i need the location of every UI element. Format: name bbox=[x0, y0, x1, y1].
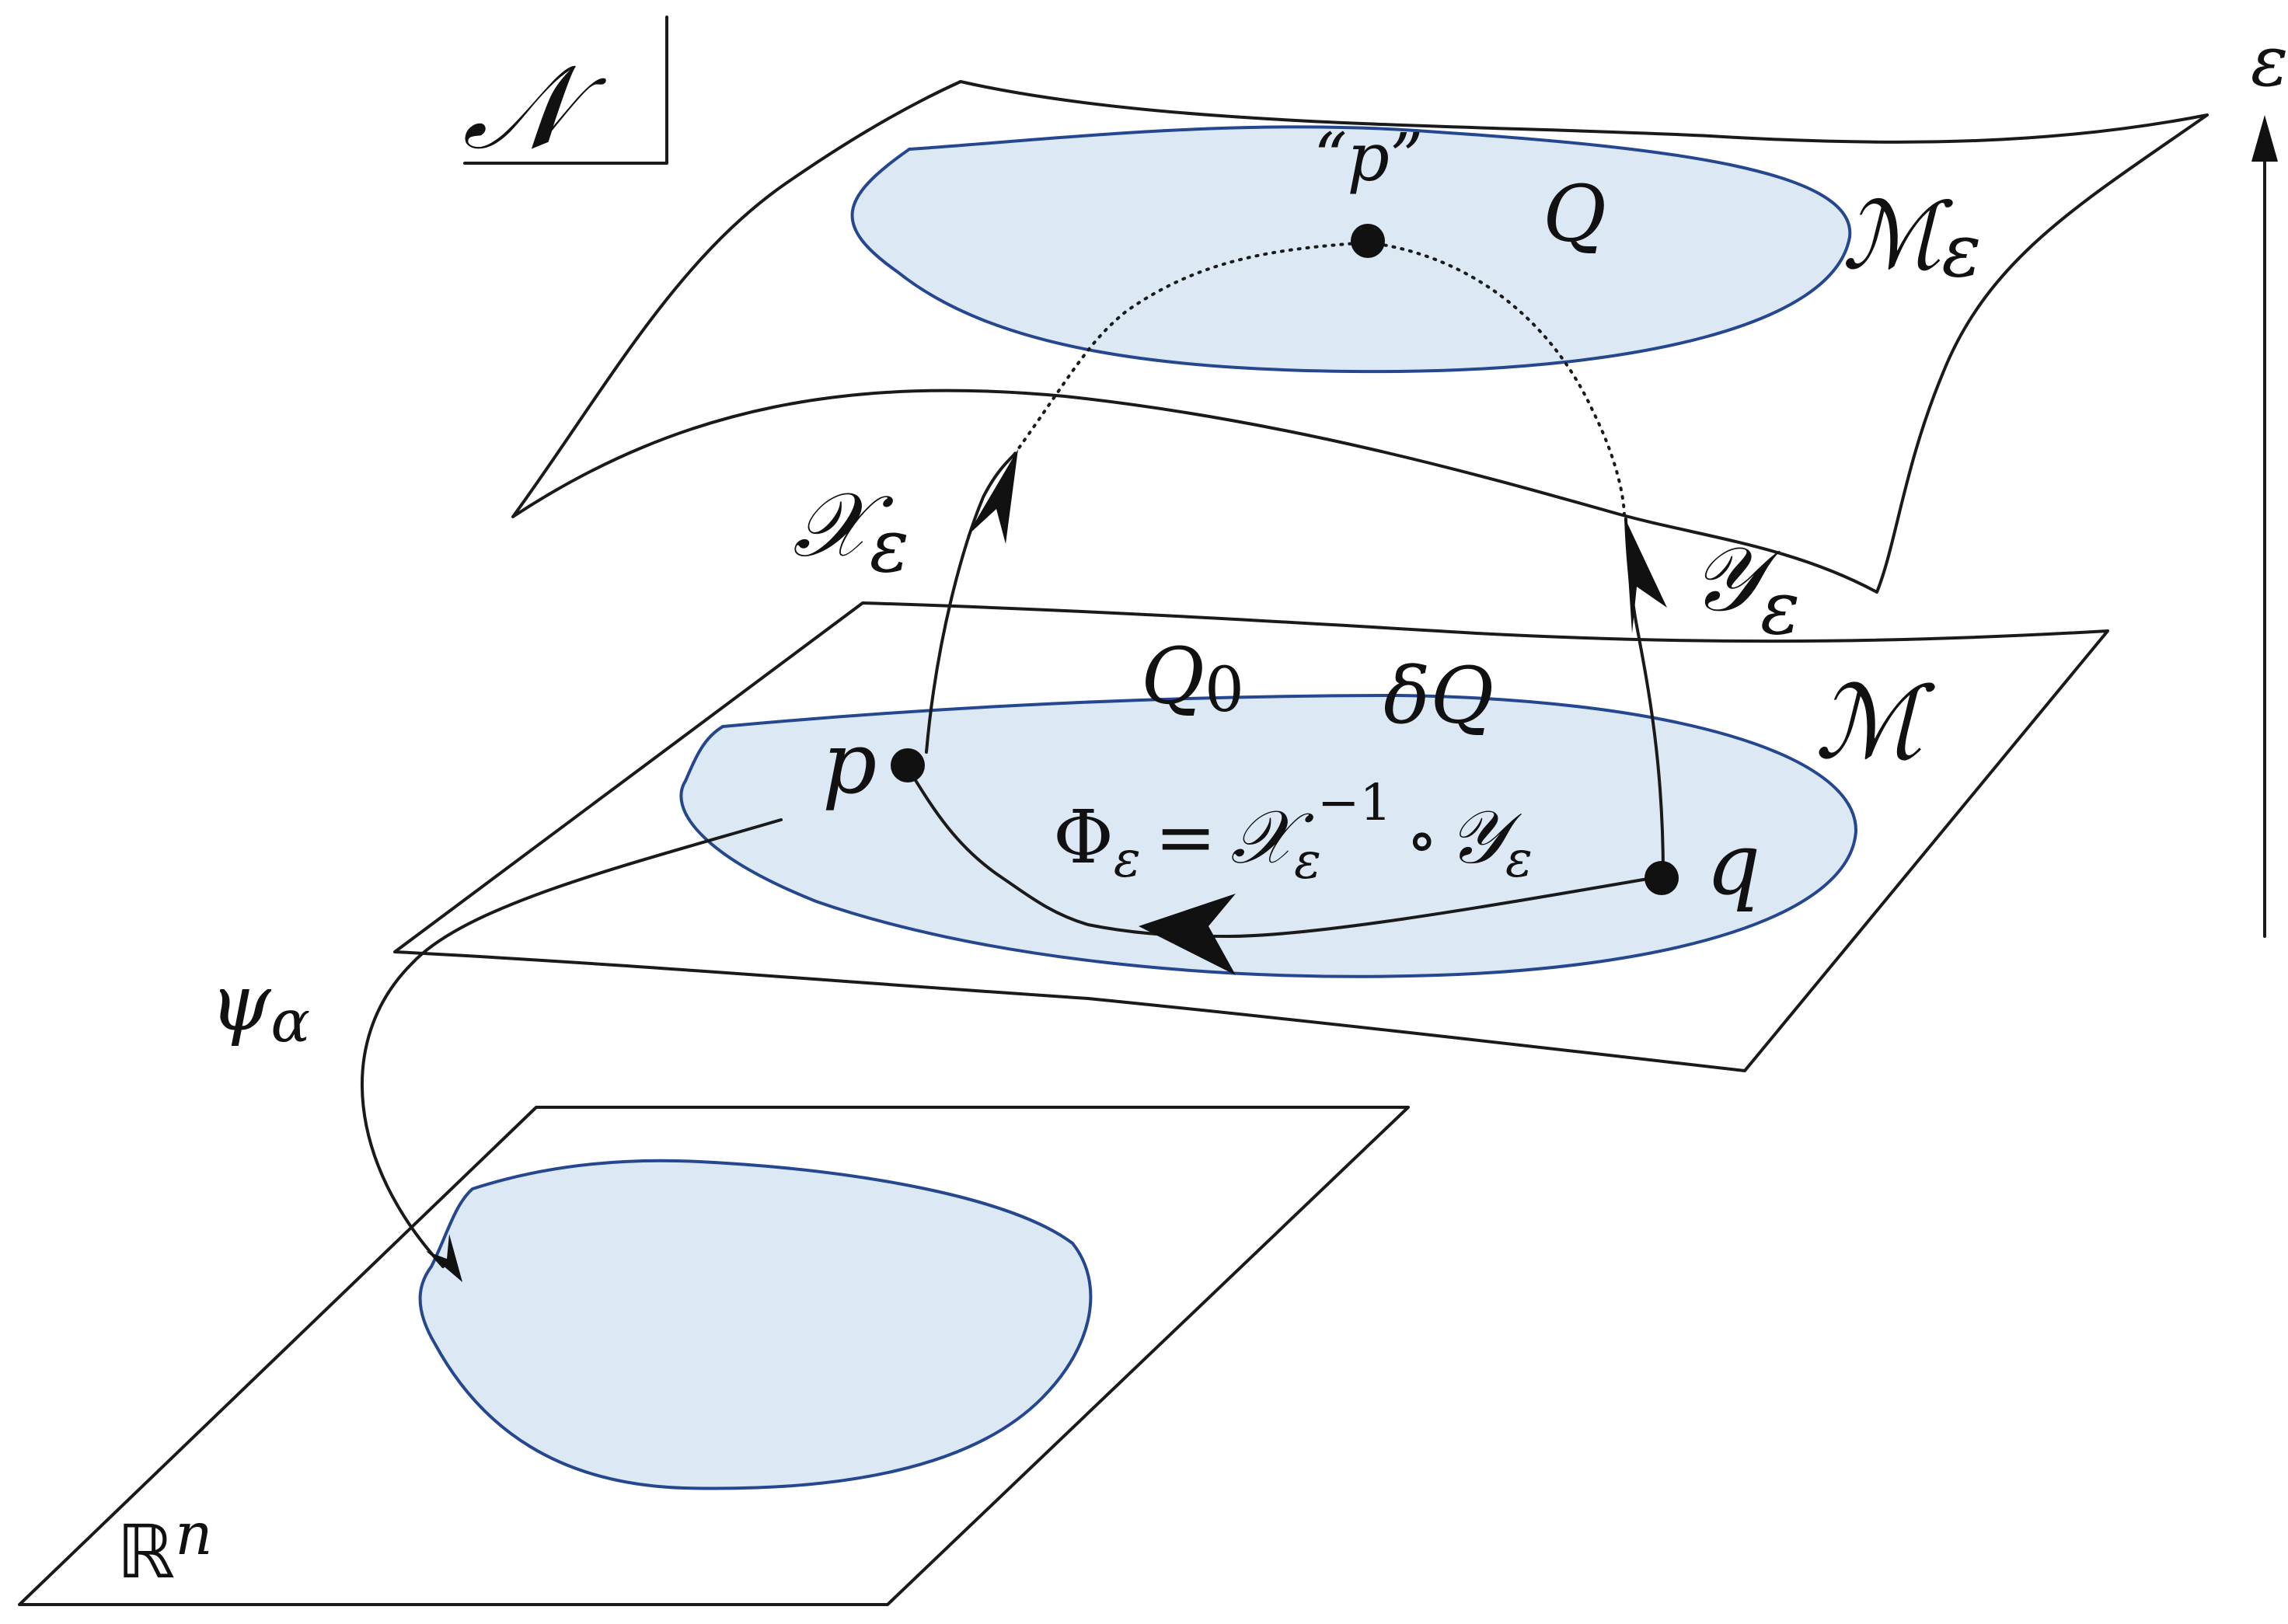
region-rn bbox=[418, 1159, 1093, 1490]
n-label: 𝒩 bbox=[462, 40, 607, 176]
psi-alpha-arrowhead bbox=[426, 1234, 462, 1282]
psi-alpha-label: ψα bbox=[210, 957, 310, 1055]
epsilon-axis-arrowhead bbox=[2251, 115, 2278, 162]
p-quoted-label: “p” bbox=[1313, 120, 1423, 197]
p-point-label: p bbox=[822, 713, 877, 813]
region-q-label: Q bbox=[1543, 169, 1606, 260]
x-epsilon-arrowhead bbox=[967, 449, 1018, 544]
epsilon-axis-label: ε bbox=[2251, 21, 2288, 103]
dotted-y-path bbox=[1366, 241, 1626, 518]
point-q bbox=[1644, 861, 1679, 895]
q0-label: Q0 bbox=[1141, 631, 1244, 726]
plane-m: ℳ bbox=[393, 601, 2109, 1072]
region-q0 bbox=[679, 693, 1858, 978]
m-epsilon-label: ℳε bbox=[1842, 183, 1981, 294]
rn-label: ℝn bbox=[117, 1500, 213, 1595]
dotted-x-path bbox=[1013, 241, 1369, 456]
point-p-quoted bbox=[1351, 224, 1385, 258]
delta-q-label: δQ bbox=[1383, 650, 1494, 741]
epsilon-axis: ε bbox=[2251, 21, 2288, 938]
phi-epsilon-curve bbox=[906, 766, 1663, 939]
x-epsilon-label: 𝒳ε bbox=[793, 473, 909, 589]
y-epsilon-arrowhead bbox=[1624, 517, 1667, 633]
region-q bbox=[850, 125, 1852, 374]
plane-rn: ℝn bbox=[18, 1106, 1410, 1606]
psi-alpha-curve bbox=[361, 818, 783, 1268]
phi-epsilon-arrowhead bbox=[1139, 894, 1236, 975]
y-epsilon-label: 𝒴ε bbox=[1690, 528, 1800, 651]
point-p bbox=[891, 748, 925, 782]
q-point-label: q bbox=[1706, 814, 1760, 914]
m-plane-label: ℳ bbox=[1815, 664, 1936, 782]
surface-m-epsilon: ℳε bbox=[511, 80, 2209, 594]
n-box: 𝒩 bbox=[462, 16, 668, 176]
